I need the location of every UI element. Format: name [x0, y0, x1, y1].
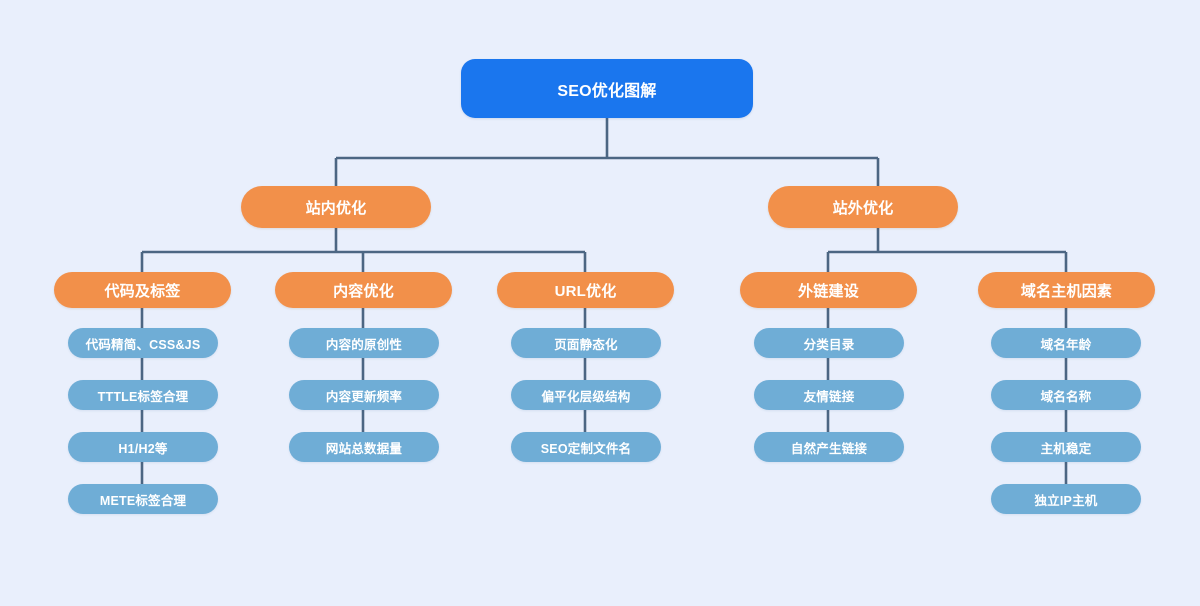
node-branch-onsite[interactable]: 站内优化	[241, 186, 431, 228]
node-branch-offsite-label: 站外优化	[832, 199, 894, 217]
node-leaf-c4-2-label: 友情链接	[803, 389, 855, 404]
node-leaf-c5-2[interactable]: 域名名称	[991, 380, 1141, 410]
node-category-domain-host-label: 域名主机因素	[1020, 282, 1113, 300]
node-root[interactable]: SEO优化图解	[461, 59, 753, 118]
node-category-backlinks[interactable]: 外链建设	[740, 272, 917, 308]
node-leaf-c5-4-label: 独立IP主机	[1034, 493, 1098, 508]
node-leaf-c2-1[interactable]: 内容的原创性	[289, 328, 439, 358]
node-leaf-c5-1[interactable]: 域名年龄	[991, 328, 1141, 358]
node-leaf-c4-1[interactable]: 分类目录	[754, 328, 904, 358]
node-leaf-c1-2[interactable]: TTTLE标签合理	[68, 380, 218, 410]
node-leaf-c2-2[interactable]: 内容更新频率	[289, 380, 439, 410]
node-leaf-c5-2-label: 域名名称	[1040, 389, 1092, 404]
node-leaf-c3-3[interactable]: SEO定制文件名	[511, 432, 661, 462]
node-category-url[interactable]: URL优化	[497, 272, 674, 308]
node-leaf-c4-3[interactable]: 自然产生链接	[754, 432, 904, 462]
node-leaf-c1-1[interactable]: 代码精简、CSS&JS	[68, 328, 218, 358]
node-leaf-c1-4-label: METE标签合理	[99, 493, 187, 508]
node-category-content[interactable]: 内容优化	[275, 272, 452, 308]
node-leaf-c5-3-label: 主机稳定	[1040, 441, 1092, 456]
node-leaf-c1-3-label: H1/H2等	[118, 441, 168, 456]
node-root-label: SEO优化图解	[557, 82, 657, 100]
node-category-content-label: 内容优化	[333, 282, 394, 300]
node-leaf-c5-4[interactable]: 独立IP主机	[991, 484, 1141, 514]
node-leaf-c1-4[interactable]: METE标签合理	[68, 484, 218, 514]
node-leaf-c3-2[interactable]: 偏平化层级结构	[511, 380, 661, 410]
node-leaf-c5-1-label: 域名年龄	[1040, 337, 1092, 352]
node-leaf-c1-2-label: TTTLE标签合理	[97, 389, 189, 404]
node-leaf-c3-1[interactable]: 页面静态化	[511, 328, 661, 358]
node-branch-onsite-label: 站内优化	[305, 199, 367, 217]
node-leaf-c2-2-label: 内容更新频率	[325, 389, 403, 404]
node-leaf-c2-3[interactable]: 网站总数据量	[289, 432, 439, 462]
node-leaf-c3-2-label: 偏平化层级结构	[541, 389, 631, 404]
node-leaf-c3-1-label: 页面静态化	[554, 337, 618, 352]
node-category-code-tags-label: 代码及标签	[104, 282, 181, 300]
node-category-domain-host[interactable]: 域名主机因素	[978, 272, 1155, 308]
node-leaf-c4-3-label: 自然产生链接	[790, 441, 868, 456]
node-category-code-tags[interactable]: 代码及标签	[54, 272, 231, 308]
node-leaf-c2-3-label: 网站总数据量	[325, 441, 403, 456]
node-leaf-c2-1-label: 内容的原创性	[325, 337, 403, 352]
node-branch-offsite[interactable]: 站外优化	[768, 186, 958, 228]
node-category-url-label: URL优化	[554, 282, 617, 300]
node-leaf-c4-1-label: 分类目录	[803, 337, 855, 352]
node-leaf-c5-3[interactable]: 主机稳定	[991, 432, 1141, 462]
node-leaf-c4-2[interactable]: 友情链接	[754, 380, 904, 410]
node-leaf-c3-3-label: SEO定制文件名	[540, 441, 632, 456]
node-leaf-c1-3[interactable]: H1/H2等	[68, 432, 218, 462]
node-category-backlinks-label: 外链建设	[798, 282, 859, 300]
node-leaf-c1-1-label: 代码精简、CSS&JS	[85, 337, 201, 352]
